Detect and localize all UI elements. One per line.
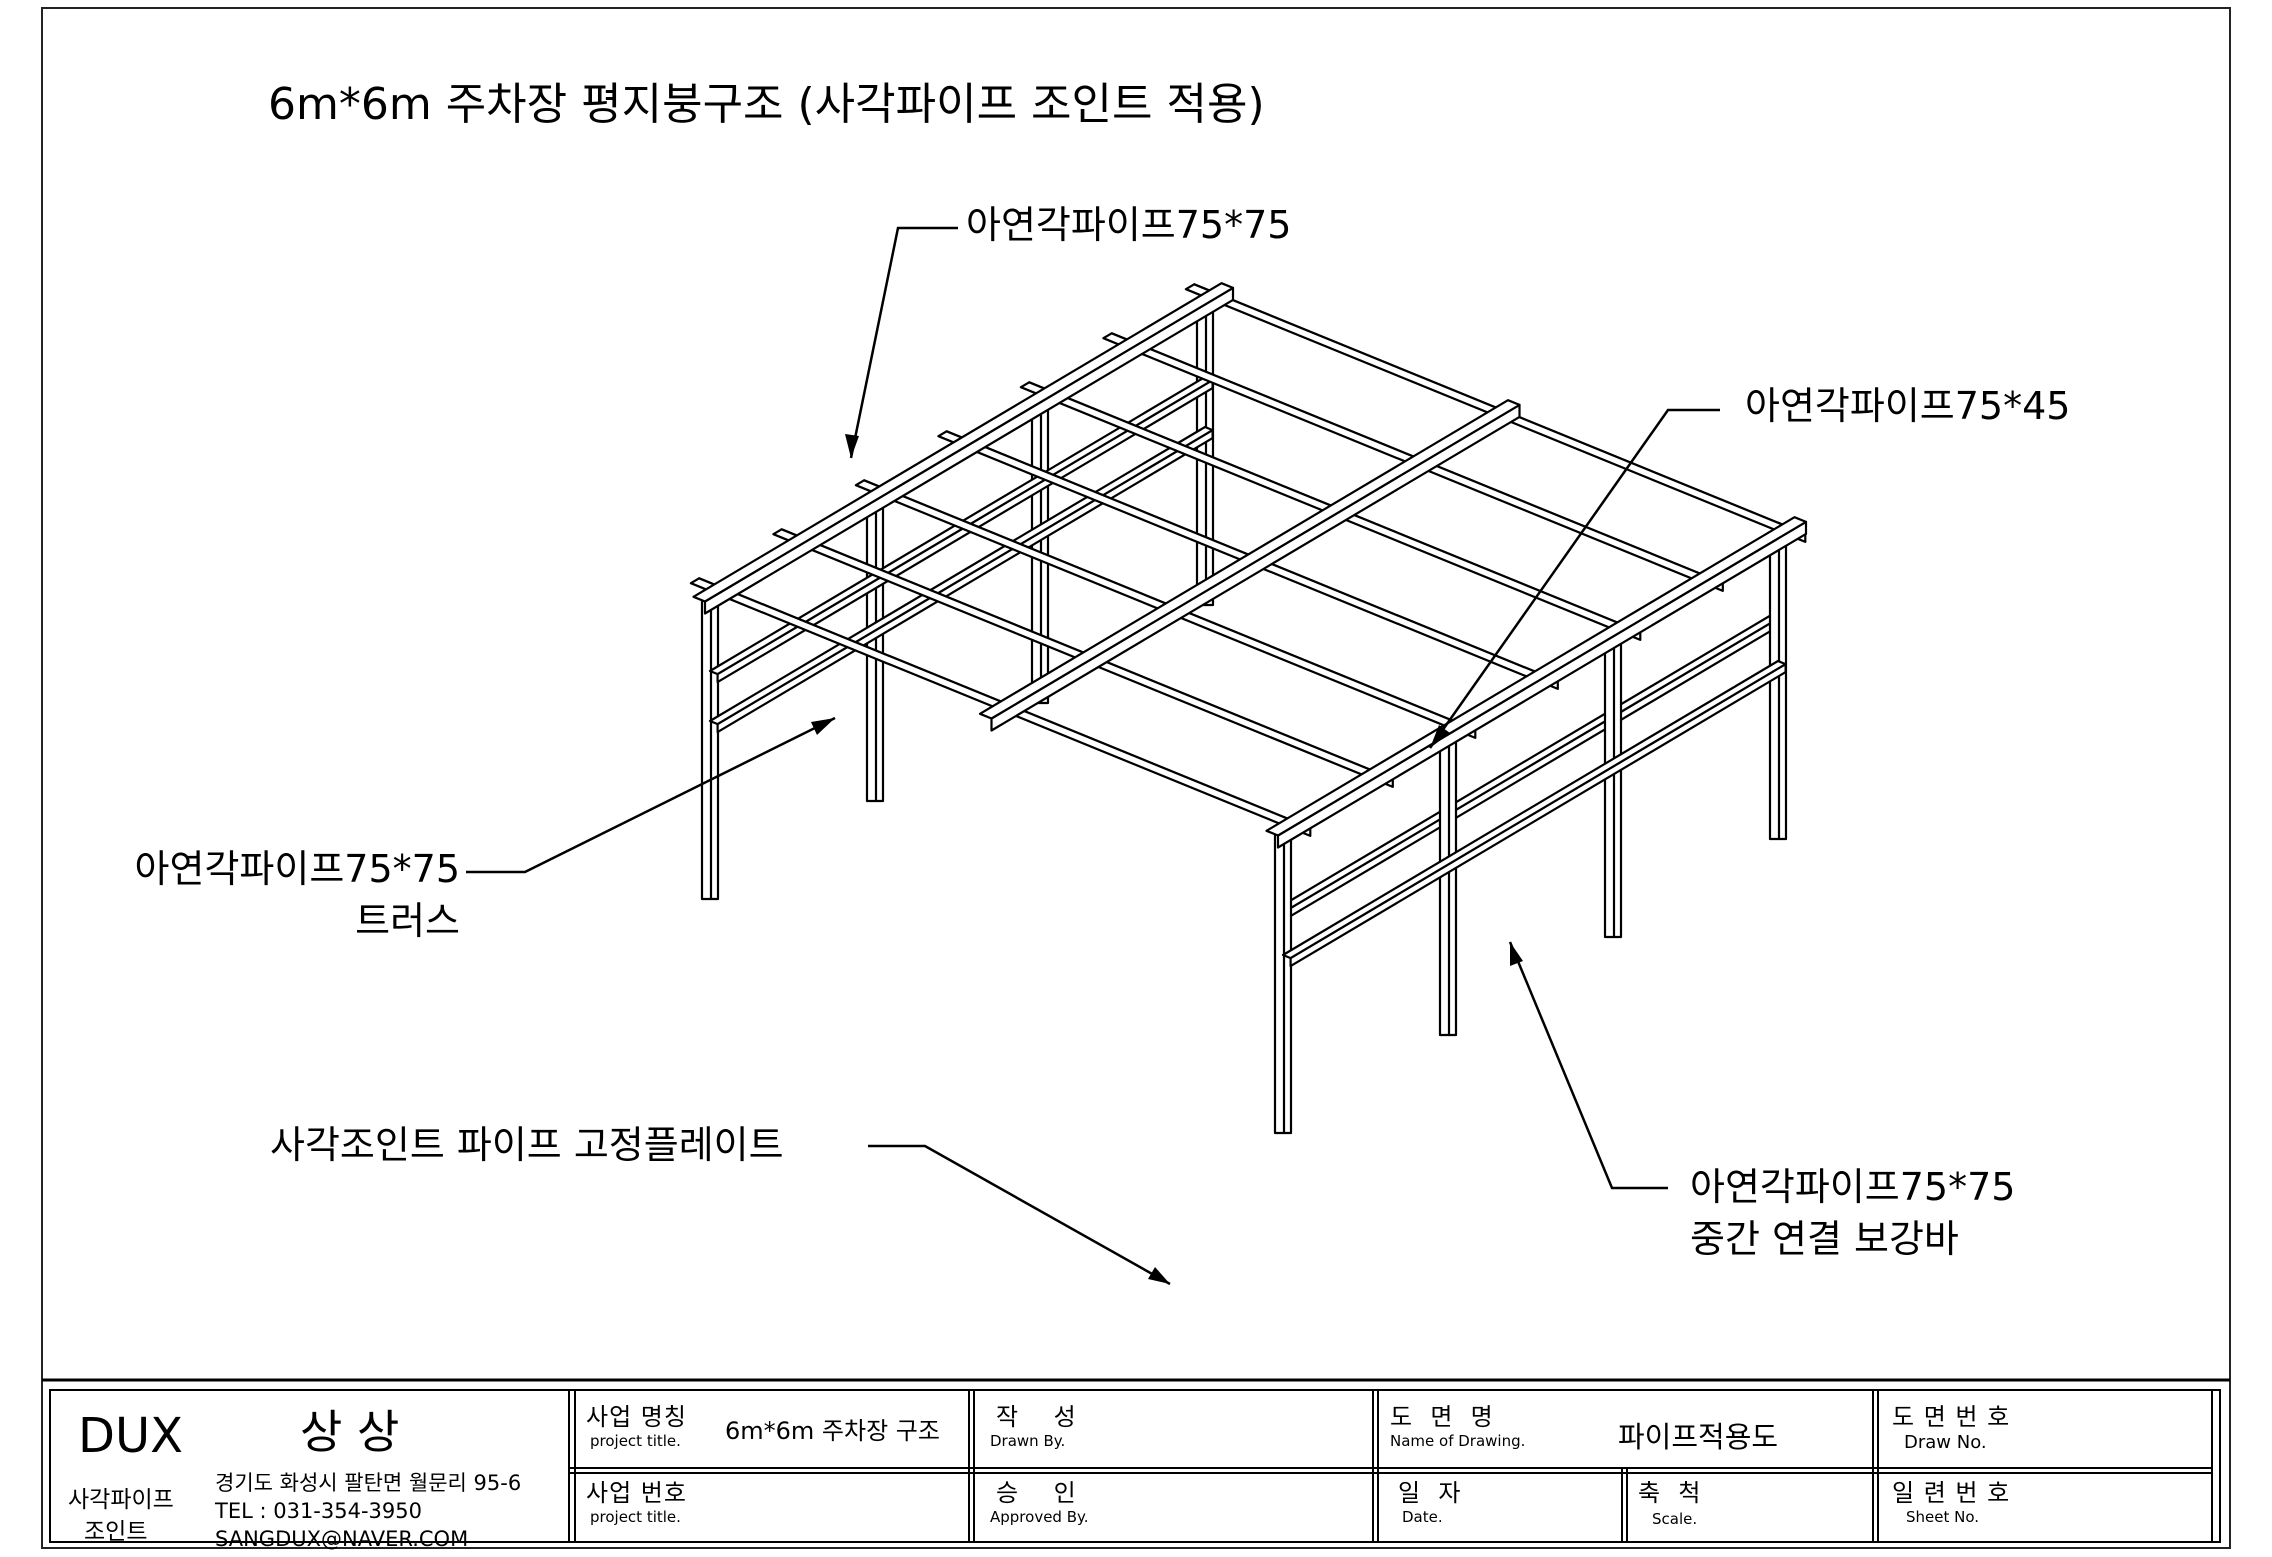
callout-truss-line1: 아연각파이프75*75 bbox=[134, 847, 460, 891]
leader-lines bbox=[466, 226, 1720, 1286]
date-label-en: Date. bbox=[1402, 1508, 1443, 1526]
company-product-line2: 조인트 bbox=[84, 1519, 148, 1545]
arrowhead-rafter bbox=[1430, 725, 1450, 748]
company-name: 상 상 bbox=[300, 1405, 400, 1459]
drawing-name-label-ko: 도 면 명 bbox=[1390, 1403, 1494, 1431]
scale-label-en: Scale. bbox=[1652, 1510, 1698, 1528]
leader-truss bbox=[466, 716, 836, 874]
project-no-label-en: project title. bbox=[590, 1508, 681, 1526]
arrowhead-top-beam bbox=[845, 434, 859, 458]
leader-plate bbox=[868, 1144, 1171, 1286]
main-beam-1-top bbox=[1265, 516, 1808, 837]
company-email: SANGDUX@NAVER.COM bbox=[215, 1527, 469, 1551]
project-name-label-en: project title. bbox=[590, 1432, 681, 1450]
project-name-value: 6m*6m 주차장 구조 bbox=[725, 1417, 940, 1445]
callout-truss-line2: 트러스 bbox=[355, 899, 460, 943]
drawing-name-value: 파이프적용도 bbox=[1618, 1420, 1779, 1454]
draw-no-label-en: Draw No. bbox=[1904, 1432, 1987, 1453]
leader-rafter bbox=[1428, 408, 1720, 749]
drawing-title: 6m*6m 주차장 평지붕구조 (사각파이프 조인트 적용) bbox=[268, 79, 1265, 130]
drawn-by-label-en: Drawn By. bbox=[990, 1432, 1066, 1450]
company-address: 경기도 화성시 팔탄면 월문리 95-6 bbox=[215, 1471, 522, 1495]
leader-brace bbox=[1508, 941, 1668, 1190]
sheet-no-label-en: Sheet No. bbox=[1906, 1508, 1980, 1526]
brace-back-top bbox=[708, 425, 1214, 726]
truss-lower-chord-1-top bbox=[1281, 609, 1787, 910]
callout-rafter: 아연각파이프75*45 bbox=[1745, 384, 2071, 428]
leader-top-beam bbox=[849, 226, 958, 459]
outer-border bbox=[41, 7, 2231, 1549]
project-no-label-ko: 사업 번호 bbox=[586, 1479, 687, 1507]
callout-brace-line1: 아연각파이프75*75 bbox=[1690, 1165, 2016, 1209]
project-name-label-ko: 사업 명칭 bbox=[586, 1403, 687, 1431]
main-beam-mid-top bbox=[978, 399, 1521, 720]
drawn-by-label-ko: 작 성 bbox=[996, 1403, 1077, 1431]
arrowhead-truss bbox=[811, 718, 835, 735]
main-beam-0-top bbox=[692, 282, 1235, 603]
arrowhead-brace bbox=[1510, 942, 1523, 966]
company-tel: TEL : 031-354-3950 bbox=[215, 1499, 422, 1523]
drawing-name-label-en: Name of Drawing. bbox=[1390, 1432, 1526, 1450]
roof-structure-drawing bbox=[689, 282, 1808, 1135]
company-product-line1: 사각파이프 bbox=[68, 1487, 174, 1513]
draw-no-label-ko: 도 면 번 호 bbox=[1892, 1403, 2011, 1431]
approved-by-label-en: Approved By. bbox=[990, 1508, 1089, 1526]
leader-arrowheads bbox=[811, 434, 1523, 1284]
approved-by-label-ko: 승 인 bbox=[996, 1479, 1077, 1507]
scale-label-ko: 축 척 bbox=[1638, 1479, 1702, 1507]
company-brand: DUX bbox=[78, 1408, 183, 1464]
arrowhead-plate bbox=[1148, 1267, 1170, 1284]
main-beam-0-side bbox=[703, 286, 1235, 615]
callout-brace-line2: 중간 연결 보강바 bbox=[1690, 1217, 1959, 1261]
callout-top-beam: 아연각파이프75*75 bbox=[966, 203, 1292, 247]
sheet-no-label-ko: 일 련 번 호 bbox=[1892, 1479, 2011, 1507]
title-block-lines bbox=[42, 1378, 2230, 1543]
callout-fixing-plate: 사각조인트 파이프 고정플레이트 bbox=[270, 1123, 784, 1167]
brace-front-top bbox=[1281, 659, 1787, 960]
date-label-ko: 일 자 bbox=[1398, 1479, 1462, 1507]
